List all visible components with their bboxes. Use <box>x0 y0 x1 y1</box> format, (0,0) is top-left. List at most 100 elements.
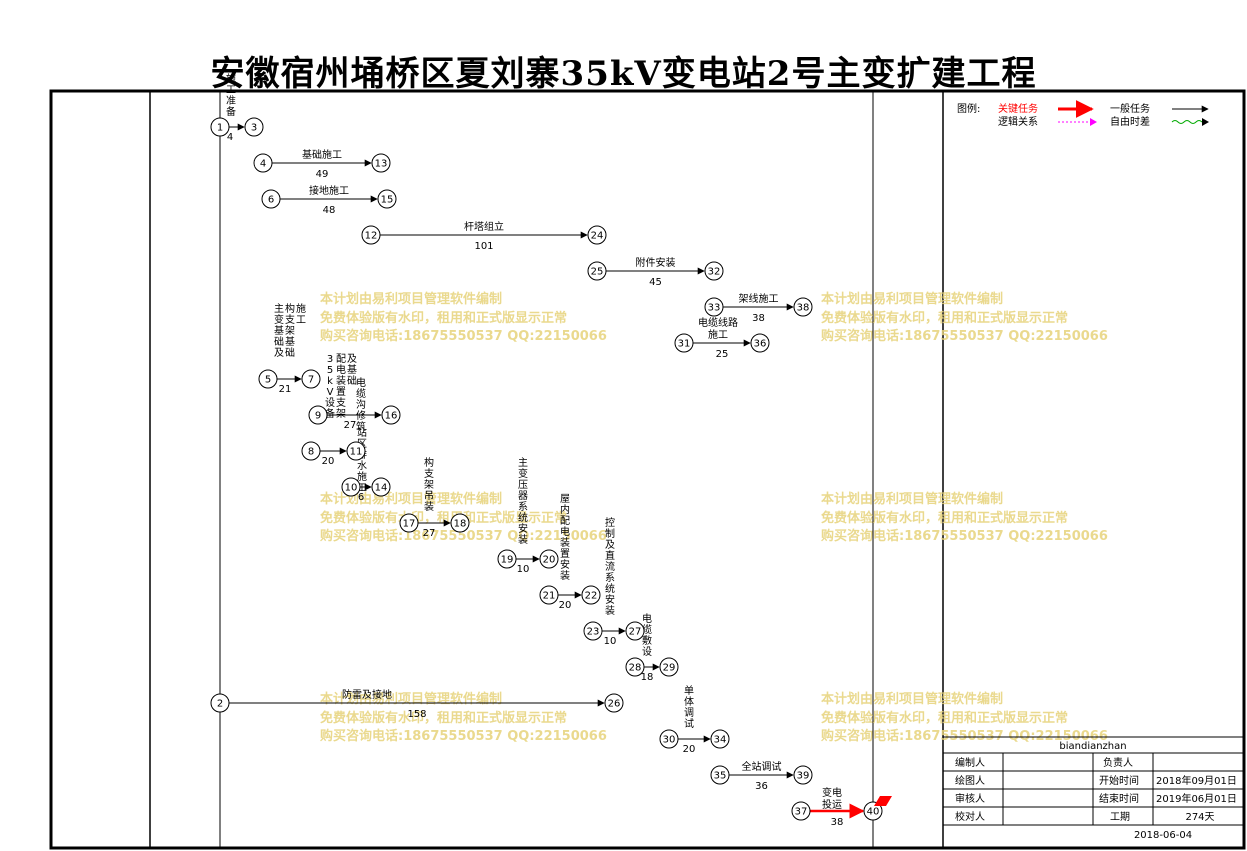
event-node-number: 20 <box>543 555 556 566</box>
print-date: 2018-06-04 <box>1134 830 1192 841</box>
task-name-char: 置 <box>560 548 570 560</box>
event-node: 14 <box>371 477 391 497</box>
event-node-number: 7 <box>308 375 314 386</box>
task-name-char: 电 <box>336 363 346 376</box>
task-name-char: 设 <box>642 646 652 658</box>
event-node-circle <box>863 801 883 821</box>
event-node: 12 <box>361 225 381 245</box>
event-node-circle <box>341 477 361 497</box>
event-node-number: 23 <box>587 627 600 638</box>
task-name-char: 架 <box>285 325 295 337</box>
task-duration: 36 <box>755 781 768 792</box>
event-node: 4 <box>253 153 273 173</box>
event-node: 39 <box>793 765 813 785</box>
task-name-text: 变电 <box>822 786 842 799</box>
task-name-char: 础 <box>274 336 284 348</box>
task-name-char: 电 <box>356 376 366 389</box>
event-node-number: 17 <box>403 519 416 530</box>
task-name-char: 装 <box>560 536 570 549</box>
title-block: biandianzhan 编制人 负责人 绘图人 开始时间 2018年09月01… <box>943 736 1244 841</box>
event-node-circle <box>450 513 470 533</box>
event-node: 21 <box>539 585 559 605</box>
tasks-layer: 施工准备4基础施工49接地施工48杆塔组立101附件安装45架线施工38电缆线路… <box>210 72 883 828</box>
task-name-char: 装 <box>518 533 528 546</box>
task-name-char: 工 <box>296 315 306 326</box>
event-node-number: 22 <box>585 591 598 602</box>
event-node-circle <box>261 189 281 209</box>
task-name-char: 施 <box>357 470 367 483</box>
event-node-circle <box>704 261 724 281</box>
task-name-char: 构 <box>285 302 295 315</box>
event-node-number: 31 <box>678 339 691 350</box>
event-node: 28 <box>625 657 645 677</box>
task-name-char: 5 <box>327 365 333 376</box>
task-name-char: 支 <box>336 397 346 409</box>
task-name-char: 安 <box>518 522 528 535</box>
task-duration: 18 <box>641 672 654 683</box>
task-name-char: 控 <box>605 516 615 529</box>
watermark-line2: 免费体验版有水印，租用和正式版显示正常 <box>320 310 567 326</box>
event-node-circle <box>371 153 391 173</box>
event-node-number: 27 <box>629 627 642 638</box>
event-node: 1 <box>210 117 230 137</box>
event-node-circle <box>750 333 770 353</box>
task-name-char: 装 <box>336 374 346 387</box>
task-name-text: 电缆线路 <box>698 316 738 329</box>
task-name-char: 础 <box>347 375 357 387</box>
event-node-circle <box>704 297 724 317</box>
legend-general-label: 一般任务 <box>1110 102 1150 115</box>
task-name-text: 接地施工 <box>309 184 349 197</box>
task-name: 附件安装 <box>636 256 676 269</box>
task-duration: 27 <box>423 528 436 539</box>
task-name-char: 支 <box>285 314 295 326</box>
task-duration: 25 <box>716 349 729 360</box>
event-node-circle <box>710 729 730 749</box>
event-node-circle <box>659 657 679 677</box>
watermark-line2: 免费体验版有水印，租用和正式版显示正常 <box>821 310 1068 326</box>
task-name-char: 统 <box>605 582 615 595</box>
task-name-char: 安 <box>605 593 615 606</box>
event-node: 22 <box>581 585 601 605</box>
event-node: 17 <box>399 513 419 533</box>
task-name-char: 直 <box>605 549 615 562</box>
task-name-char: 系 <box>518 501 528 513</box>
owner-label: 负责人 <box>1103 756 1133 769</box>
end-value: 2019年06月01日 <box>1156 792 1237 805</box>
task-name-text: 投运 <box>822 798 842 811</box>
task-name-char: 缆 <box>356 387 366 400</box>
event-node-number: 2 <box>217 699 223 710</box>
event-node-number: 12 <box>365 231 378 242</box>
event-node-number: 33 <box>708 303 721 314</box>
task-duration: 45 <box>649 277 662 288</box>
task-name-char: 主 <box>518 457 528 469</box>
event-node: 27 <box>625 621 645 641</box>
event-node: 33 <box>704 297 724 317</box>
legend-float-label: 自由时差 <box>1110 115 1150 128</box>
watermark-line2: 免费体验版有水印，租用和正式版显示正常 <box>821 710 1068 726</box>
task-name-char: 变 <box>274 313 284 326</box>
task-name-char: 配 <box>560 515 570 527</box>
event-node-number: 25 <box>591 267 604 278</box>
event-node-circle <box>674 333 694 353</box>
task-name-char: 电 <box>560 525 570 538</box>
task-name-char: 电 <box>642 612 652 625</box>
period-value: 274天 <box>1185 812 1214 823</box>
watermark-group: 本计划由易利项目管理软件编制 免费体验版有水印，租用和正式版显示正常 购买咨询电… <box>320 291 1108 744</box>
task-duration: 101 <box>474 241 493 252</box>
task-name-char: 准 <box>226 95 236 107</box>
task-name-char: 试 <box>684 717 694 730</box>
event-node: 6 <box>261 189 281 209</box>
event-node: 23 <box>583 621 603 641</box>
task-name-char: 及 <box>605 539 615 551</box>
watermark-line3: 购买咨询电话:18675550537 QQ:22150066 <box>821 528 1108 544</box>
task-name-char: 屋 <box>560 493 570 505</box>
legend-critical-label: 关键任务 <box>998 102 1038 115</box>
task-name-char: 支 <box>424 468 434 480</box>
event-node-circle <box>301 441 321 461</box>
event-node: 25 <box>587 261 607 281</box>
watermark-line2: 免费体验版有水印，租用和正式版显示正常 <box>821 510 1068 526</box>
